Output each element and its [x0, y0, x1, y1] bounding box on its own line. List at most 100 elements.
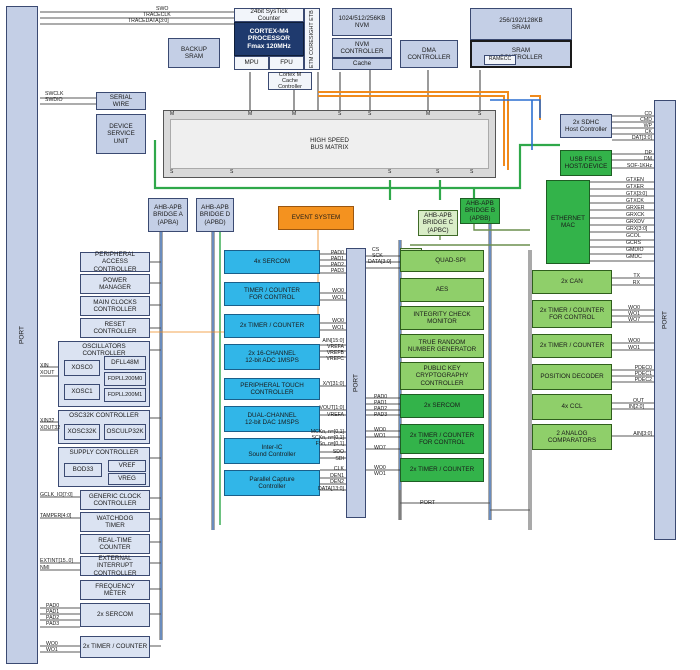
event-system: EVENT SYSTEM [278, 206, 354, 230]
eth-grxdv: GRXDV [626, 219, 645, 225]
tc-apbc: 2x TIMER / COUNTER [400, 458, 484, 482]
ccl-apbb: 4x CCL [532, 394, 612, 420]
analog-comparators: 2 ANALOG COMPARATORS [532, 424, 612, 450]
eth-gmdc: GMDC [626, 254, 642, 260]
bus-s-3: S [478, 111, 482, 117]
left-port-label: PORT [18, 326, 26, 344]
main-clocks-controller: MAIN CLOCKS CONTROLLER [80, 296, 150, 316]
fdpll200m1: FDPLL200M1 [104, 388, 146, 402]
pcc-den2-label: DEN2 [330, 479, 344, 485]
ac-ain-label: AIN[3:0] [633, 431, 652, 437]
xin-label: XIN [40, 363, 49, 369]
sercom-d-pad3: PAD3 [330, 268, 344, 274]
adc-ain-label: AIN[15:0] [322, 338, 344, 344]
tc-b-wo0: WO0 [628, 338, 640, 344]
tcc-c-wo0: WO0 [374, 427, 386, 433]
tcc-b-wo0: WO0 [628, 305, 640, 311]
can-rx: RX [632, 280, 640, 286]
right-port: PORT [654, 100, 676, 540]
sercom-d-pad1: PAD1 [330, 256, 344, 262]
ptc-xy-label: X/Y[31:0] [322, 381, 344, 387]
pdec0-label: PDEC0 [634, 365, 652, 371]
i2s-fs-label: FSn, n=[0,1] [315, 441, 344, 447]
tc-b-wo1: WO1 [628, 345, 640, 351]
i2s-sdo-label: SDO [332, 449, 344, 455]
bus-m-4: M [426, 111, 431, 117]
sercom-a-pad0: PAD0 [46, 603, 60, 609]
i2s-apbd: Inter-IC Sound Controller [224, 438, 320, 464]
ramecc-block: RAMECC [484, 55, 516, 65]
eth-gtxck: GTXCK [626, 198, 644, 204]
sercom-c-pad2: PAD2 [374, 406, 388, 412]
pcc-den1-label: DEN1 [330, 473, 344, 479]
right-port-label: PORT [661, 311, 669, 329]
etm-label: ETM CORESIGHT ETB [308, 10, 315, 68]
tcc-c-wo7: WO7 [374, 445, 386, 451]
sercom-c-pad1: PAD1 [374, 400, 388, 406]
backup-sram: BACKUP SRAM [168, 38, 220, 68]
frequency-meter: FREQUENCY METER [80, 580, 150, 600]
tcc-d-wo0: WO0 [332, 288, 344, 294]
xosc1: XOSC1 [64, 384, 100, 400]
eth-gtxer: GTXER [626, 184, 644, 190]
tcc-c-wo1: WO1 [374, 433, 386, 439]
osculp32k: OSCULP32K [104, 424, 146, 440]
adc-apbd: 2x 16-CHANNEL 12-bit ADC 1MSPS [224, 344, 320, 370]
xosc0: XOSC0 [64, 360, 100, 376]
bridge-a: AHB-APB BRIDGE A (APBA) [148, 198, 188, 232]
pcc-apbd: Parallel Capture Controller [224, 470, 320, 496]
tc-c-wo0: WO0 [374, 465, 386, 471]
dac-vrefa-label: VREFA [326, 412, 344, 418]
quad-spi: QUAD-SPI [400, 250, 484, 272]
public-key-cryptography: PUBLIC KEY CRYPTOGRAPHY CONTROLLER [400, 362, 484, 390]
generic-clock-controller: GENERIC CLOCK CONTROLLER [80, 490, 150, 510]
bus-s-8: S [470, 169, 474, 175]
can-tx: TX [633, 273, 640, 279]
bus-matrix-core: HIGH SPEED BUS MATRIX [170, 119, 489, 169]
bus-s-4: S [170, 169, 174, 175]
xout32-label: XOUT32 [40, 425, 61, 431]
eth-grx: GRX[3:0] [626, 226, 648, 232]
adc-vrefb-label: VREFB [326, 350, 344, 356]
ccl-out-label: OUT [633, 398, 644, 404]
sercom-apbc: 2x SERCOM [400, 394, 484, 418]
supply-label: SUPPLY CONTROLLER [69, 449, 139, 456]
cortex-cache-controller: Cortex M Cache Controller [268, 72, 312, 90]
cortex-m4-processor: CORTEX-M4 PROCESSOR Fmax 120MHz [234, 22, 304, 56]
sram-memory: 256/192/128KB SRAM [470, 8, 572, 40]
i2s-sck-label: SCKn, n=[0,1] [311, 435, 344, 441]
tcc-apbd: TIMER / COUNTER FOR CONTROL [224, 282, 320, 306]
can-apbb: 2x CAN [532, 270, 612, 294]
usb-dm: DM [643, 156, 652, 162]
sercom-apba: 2x SERCOM [80, 603, 150, 627]
tc-apbb: 2x TIMER / COUNTER [532, 334, 612, 358]
tamper-label: TAMPER[4:0] [40, 513, 72, 519]
bridge-b: AHB-APB BRIDGE B (APBB) [460, 198, 500, 224]
tc-d-wo1: WO1 [332, 325, 344, 331]
vref: VREF [108, 460, 146, 472]
systick-counter: 24bit SysTick Counter [234, 8, 304, 22]
bridge-d: AHB-APB BRIDGE D (APBD) [196, 198, 234, 232]
dac-apbd: DUAL-CHANNEL 12-bit DAC 1MSPS [224, 406, 320, 432]
eth-gcol: GCOL [626, 233, 641, 239]
true-random-generator: TRUE RANDOM NUMBER GENERATOR [400, 334, 484, 358]
etm-block: ETM CORESIGHT ETB [304, 8, 320, 70]
sdhc-ck: CK [644, 129, 652, 135]
adc-vrefc-label: VREFC [326, 356, 344, 362]
bus-s-1: S [338, 111, 342, 117]
bus-matrix: HIGH SPEED BUS MATRIX [163, 110, 496, 178]
nvm-controller: NVM CONTROLLER [332, 38, 392, 58]
tc-apbd: 2x TIMER / COUNTER [224, 314, 320, 338]
sercom-apbd: 4x SERCOM [224, 250, 320, 274]
peripheral-access-controller: PERIPHERAL ACCESS CONTROLLER [80, 251, 150, 273]
eth-gtx: GTX[3:0] [626, 191, 647, 197]
left-port: PORT [6, 6, 38, 664]
tcc-b-wo7: WO7 [628, 317, 640, 323]
timer-counter-apba: 2x TIMER / COUNTER [80, 636, 150, 658]
bus-m-1: M [170, 111, 175, 117]
tcc-b-wo1: WO1 [628, 311, 640, 317]
mid-left-port-label: PORT [352, 374, 360, 392]
sdhc-cmd: CMD [640, 117, 652, 123]
